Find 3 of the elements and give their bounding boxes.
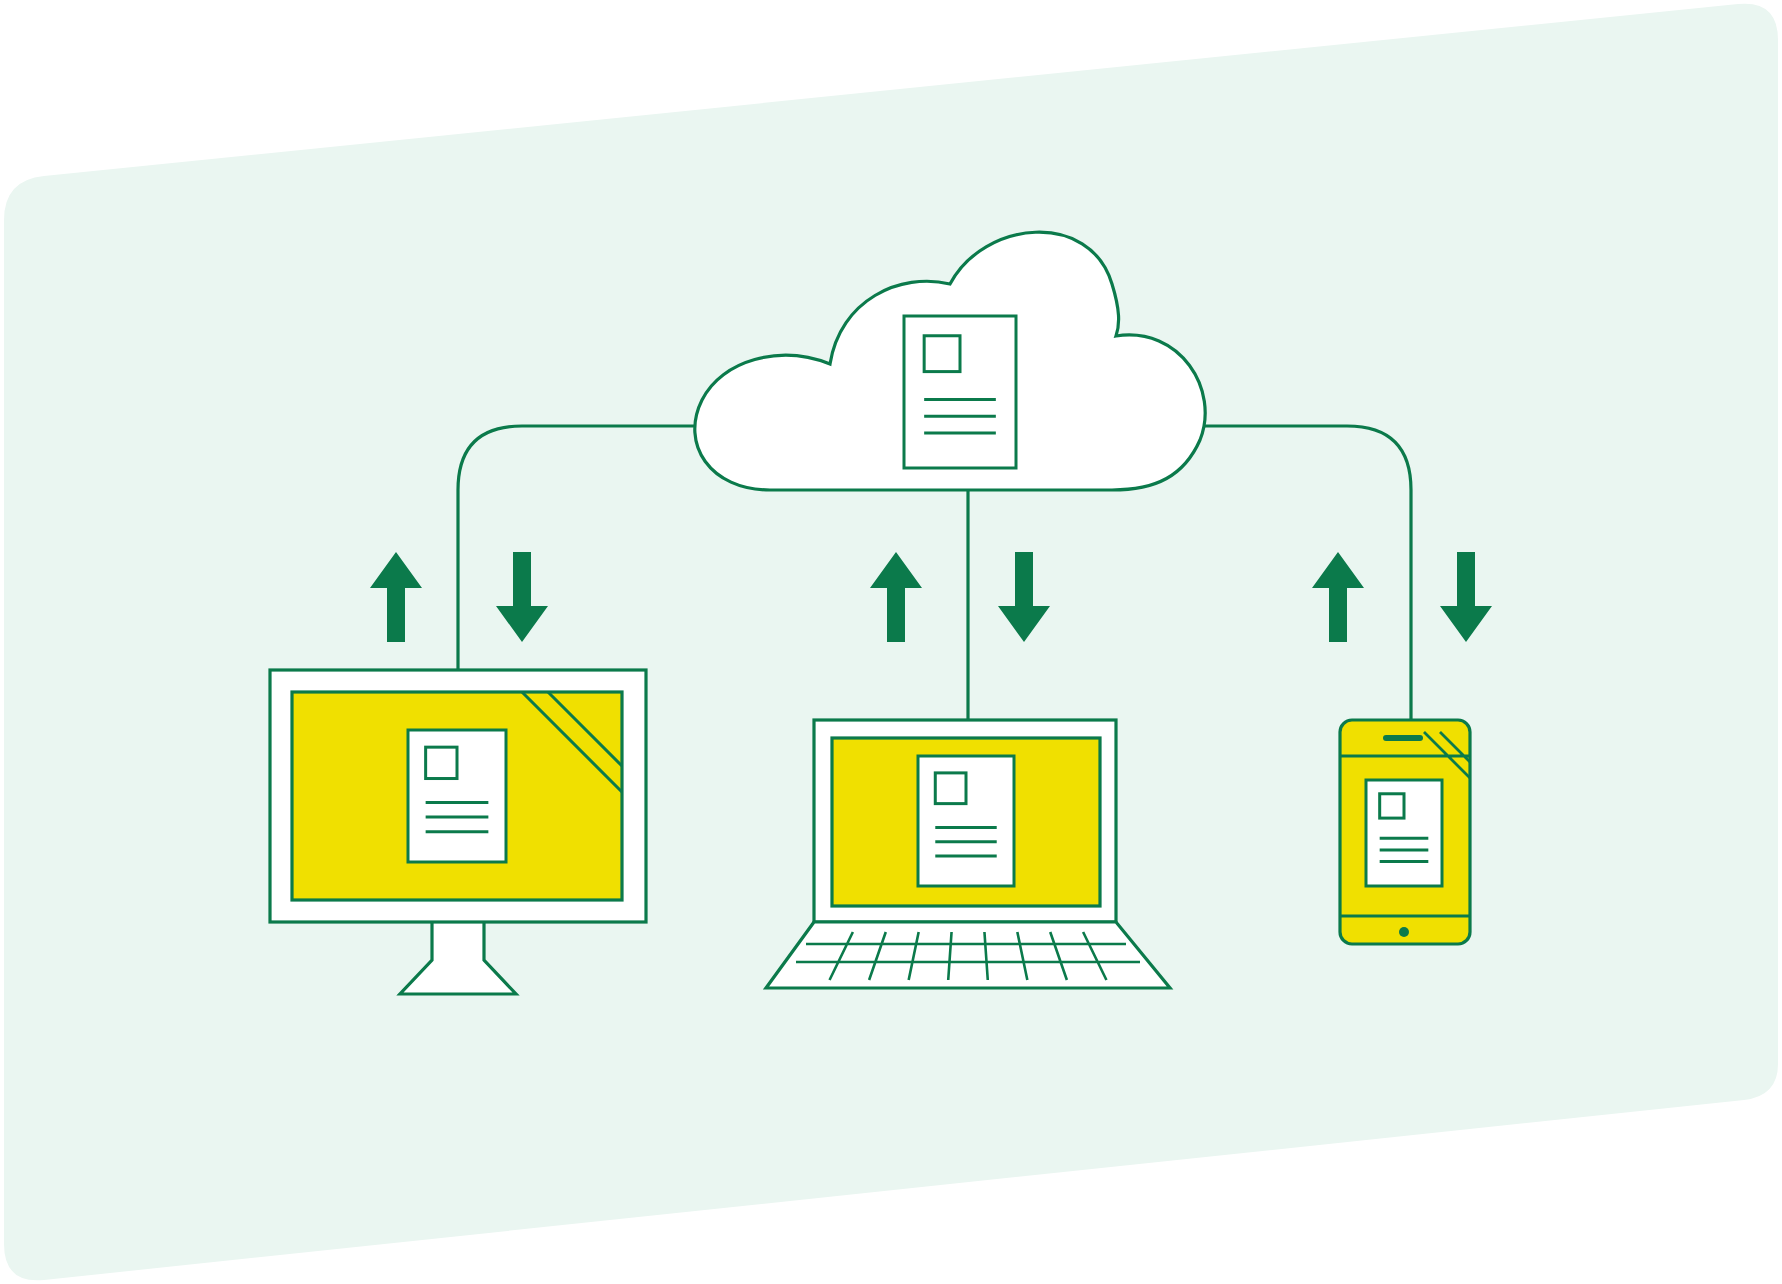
connector-line	[1204, 424, 1413, 720]
connector-line	[966, 490, 970, 720]
connector-line	[456, 424, 698, 670]
